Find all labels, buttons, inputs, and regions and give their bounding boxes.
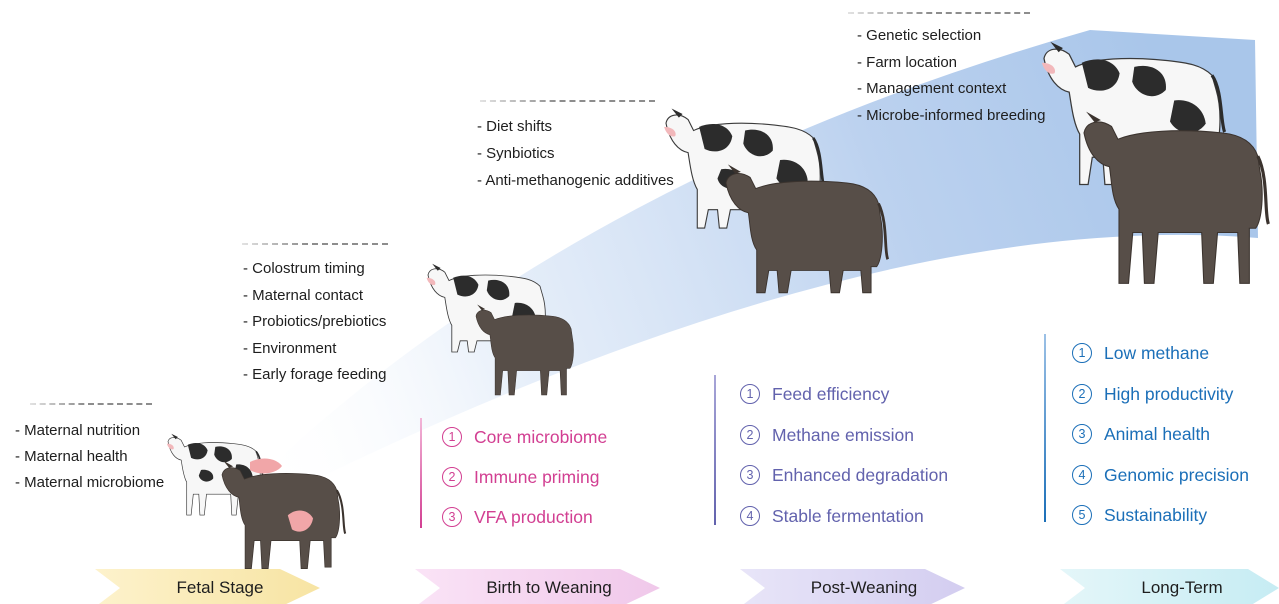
factor-item: - Environment [243, 339, 337, 357]
number-badge: 5 [1072, 505, 1092, 526]
factor-item: - Microbe-informed breeding [857, 106, 1046, 124]
outcome-text: Low methane [1104, 343, 1210, 363]
outcome-text: Core microbiome [474, 427, 608, 447]
dashed-leader-post [480, 100, 655, 102]
factor-item: - Synbiotics [477, 145, 555, 162]
outcomes-birth: 1 Core microbiome 2 Immune priming 3 VFA pr… [442, 417, 607, 537]
outcomes-post: 1 Feed efficiency 2 Methane emission 3 Enha… [740, 374, 948, 536]
factor-item: - Genetic selection [857, 27, 982, 44]
outcome-item: 4 Stable fermentation [740, 496, 948, 537]
outcome-text: VFA production [474, 507, 593, 527]
stage-label-birth: Birth to Weaning [486, 578, 612, 597]
factor-item: - Diet shifts [477, 118, 553, 135]
stage-arrow-birth [415, 569, 660, 604]
dashed-leader-birth [242, 243, 388, 245]
factor-item: - Probiotics/prebiotics [243, 313, 387, 330]
number-badge: 2 [442, 467, 462, 487]
outcome-text: Sustainability [1104, 505, 1208, 525]
number-badge: 3 [740, 465, 760, 486]
outcome-item: 2 Methane emission [740, 415, 948, 456]
factor-item: - Colostrum timing [243, 260, 365, 277]
outcome-item: 2 High productivity [1072, 374, 1249, 415]
outcome-text: Stable fermentation [772, 505, 924, 526]
factors-post: - Diet shifts - Synbiotics - Anti-methan… [477, 113, 674, 194]
outcome-item: 1 Feed efficiency [740, 374, 948, 415]
factor-item: - Management context [857, 80, 1007, 97]
outcomes-long: 1 Low methane 2 High productivity 3 Animal … [1072, 333, 1249, 536]
brown-cow [221, 460, 347, 569]
factor-item: - Maternal contact [243, 286, 364, 304]
outcome-item: 3 Enhanced degradation [740, 455, 948, 496]
factors-birth: - Colostrum timing - Maternal contact - … [243, 256, 386, 389]
stage-arrows [95, 569, 1279, 604]
number-badge: 2 [1072, 383, 1092, 404]
number-badge: 1 [442, 427, 462, 447]
outcome-item: 3 VFA production [442, 497, 607, 537]
cow-pair-fetal [166, 433, 347, 569]
factor-item: - Maternal nutrition [15, 422, 141, 439]
factor-item: - Anti-methanogenic additives [477, 172, 674, 189]
outcome-divider-birth [420, 418, 422, 528]
number-badge: 4 [740, 505, 760, 526]
outcome-item: 4 Genomic precision [1072, 455, 1249, 496]
number-badge: 3 [442, 507, 462, 527]
outcome-text: Methane emission [772, 424, 915, 445]
outcome-text: Animal health [1104, 424, 1211, 444]
outcome-text: Immune priming [474, 467, 600, 487]
stage-arrow-long [1060, 569, 1279, 604]
stage-arrow-post [740, 569, 965, 604]
stage-arrow-fetal [95, 569, 320, 604]
outcome-divider-post [714, 375, 716, 525]
factor-item: - Maternal microbiome [15, 474, 165, 491]
outcome-text: Enhanced degradation [772, 465, 949, 485]
dashed-leader-fetal [30, 403, 152, 405]
brown-calf [475, 304, 574, 396]
cow-pair-birth [426, 263, 574, 396]
brown-adult [1083, 111, 1270, 284]
growth-band [235, 30, 1258, 506]
number-badge: 1 [740, 384, 760, 405]
factors-fetal: - Maternal nutrition - Maternal health -… [15, 418, 164, 496]
factor-item: - Farm location [857, 53, 958, 71]
number-badge: 1 [1072, 343, 1092, 364]
outcome-item: 2 Immune priming [442, 457, 607, 497]
outcome-item: 1 Core microbiome [442, 417, 607, 457]
outcome-item: 1 Low methane [1072, 333, 1249, 374]
outcome-item: 3 Animal health [1072, 414, 1249, 455]
number-badge: 4 [1072, 464, 1092, 485]
outcome-text: Feed efficiency [772, 384, 890, 404]
stage-label-long: Long-Term [1141, 578, 1223, 597]
outcome-item: 5 Sustainability [1072, 495, 1249, 536]
udder-highlight [250, 458, 282, 474]
outcome-text: Genomic precision [1104, 464, 1249, 485]
stage-label-fetal: Fetal Stage [176, 578, 264, 597]
dashed-leader-long [848, 12, 1030, 14]
factors-long: - Genetic selection - Farm location - Ma… [857, 23, 1045, 129]
outcome-divider-long [1044, 334, 1046, 522]
brown-heifer [725, 164, 890, 294]
number-badge: 2 [740, 424, 760, 445]
factor-item: - Early forage feeding [243, 366, 387, 383]
outcome-text: High productivity [1104, 383, 1234, 404]
stage-label-post: Post-Weaning [810, 578, 918, 597]
factor-item: - Maternal health [15, 448, 128, 465]
cow-pair-long [1041, 41, 1270, 284]
cow-pair-post [664, 108, 890, 294]
number-badge: 3 [1072, 424, 1092, 445]
